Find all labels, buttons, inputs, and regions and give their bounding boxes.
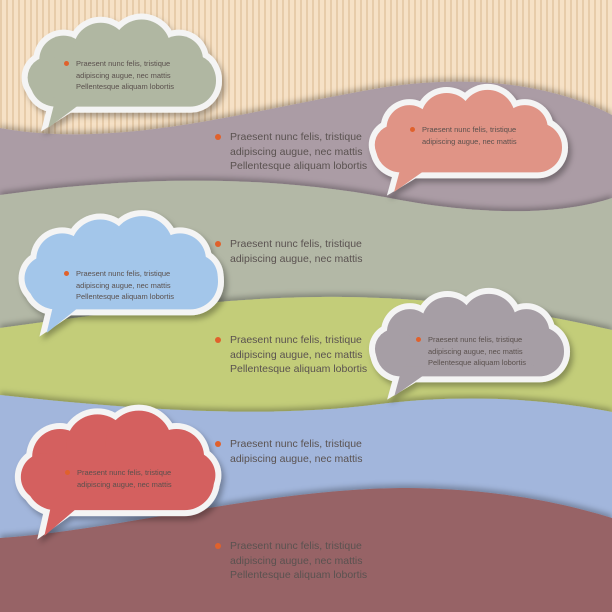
- cloud-fill: [374, 293, 564, 396]
- band-mauve-text: Praesent nunc felis, tristique adipiscin…: [215, 130, 368, 174]
- cloud-fill: [27, 19, 216, 128]
- text-line: Praesent nunc felis, tristique: [230, 334, 362, 346]
- cloud-fill: [20, 410, 216, 536]
- text-line: Praesent nunc felis, tristique: [230, 540, 362, 552]
- text-line: adipiscing augue, nec mattis: [77, 479, 172, 489]
- cloud-shape: [21, 13, 222, 132]
- text-line: Pellentesque aliquam lobortis: [230, 363, 368, 375]
- text-line: adipiscing augue, nec mattis: [230, 252, 363, 265]
- bullet-dot: [215, 543, 221, 549]
- cloud-text: Praesent nunc felis, tristique adipiscin…: [410, 124, 517, 147]
- cloud-shape: [18, 210, 224, 337]
- bullet-dot: [215, 337, 221, 343]
- band-blue-text: Praesent nunc felis, tristique adipiscin…: [215, 437, 363, 466]
- text-line: adipiscing augue, nec mattis: [76, 280, 171, 290]
- text-line: adipiscing augue, nec mattis: [428, 346, 523, 356]
- text-line: adipiscing augue, nec mattis: [422, 136, 517, 146]
- text-line: Praesent nunc felis, tristique: [76, 269, 171, 278]
- bullet-dot: [416, 337, 421, 342]
- text-line: Praesent nunc felis, tristique: [230, 131, 362, 143]
- band-maroon-text: Praesent nunc felis, tristique adipiscin…: [215, 539, 368, 583]
- text-line: Praesent nunc felis, tristique: [76, 59, 171, 68]
- cloud-fill: [24, 216, 218, 333]
- text-line: adipiscing augue, nec mattis: [230, 452, 363, 465]
- bullet-dot: [410, 127, 415, 132]
- text-line: Pellentesque aliquam lobortis: [230, 569, 368, 581]
- text-line: Praesent nunc felis, tristique: [230, 438, 362, 450]
- bullet-dot: [215, 241, 221, 247]
- speech-cloud-salmon: Praesent nunc felis, tristique adipiscin…: [368, 83, 568, 196]
- bullet-dot: [64, 61, 69, 66]
- bullet-dot: [215, 441, 221, 447]
- band-sage-text: Praesent nunc felis, tristique adipiscin…: [215, 237, 363, 266]
- cloud-shape: [368, 83, 568, 196]
- text-line: Praesent nunc felis, tristique: [422, 125, 517, 134]
- text-line: adipiscing augue, nec mattis: [76, 70, 171, 80]
- cloud-text: Praesent nunc felis, tristique adipiscin…: [64, 268, 174, 303]
- cloud-text: Praesent nunc felis, tristique adipiscin…: [65, 467, 172, 490]
- text-line: adipiscing augue, nec mattis: [230, 348, 363, 361]
- cloud-text: Praesent nunc felis, tristique adipiscin…: [416, 334, 526, 369]
- cloud-text: Praesent nunc felis, tristique adipiscin…: [64, 58, 174, 93]
- speech-cloud-red: Praesent nunc felis, tristique adipiscin…: [14, 404, 222, 540]
- cloud-fill: [374, 89, 562, 192]
- speech-cloud-light-blue: Praesent nunc felis, tristique adipiscin…: [18, 210, 224, 337]
- bullet-dot: [65, 470, 70, 475]
- text-line: Pellentesque aliquam lobortis: [230, 160, 368, 172]
- text-line: adipiscing augue, nec mattis: [230, 145, 363, 158]
- cloud-shape: [14, 404, 222, 540]
- text-line: Praesent nunc felis, tristique: [428, 335, 523, 344]
- text-line: Praesent nunc felis, tristique: [77, 468, 172, 477]
- bullet-dot: [215, 134, 221, 140]
- text-line: Pellentesque aliquam lobortis: [76, 82, 174, 91]
- text-line: Pellentesque aliquam lobortis: [76, 292, 174, 301]
- band-olive-text: Praesent nunc felis, tristique adipiscin…: [215, 333, 368, 377]
- cloud-shape: [368, 287, 570, 400]
- text-line: adipiscing augue, nec mattis: [230, 554, 363, 567]
- text-line: Pellentesque aliquam lobortis: [428, 358, 526, 367]
- bullet-dot: [64, 271, 69, 276]
- band-maroon: [0, 488, 612, 612]
- speech-cloud-mauve-gray: Praesent nunc felis, tristique adipiscin…: [368, 287, 570, 400]
- text-line: Praesent nunc felis, tristique: [230, 238, 362, 250]
- speech-cloud-gray-green: Praesent nunc felis, tristique adipiscin…: [21, 13, 222, 132]
